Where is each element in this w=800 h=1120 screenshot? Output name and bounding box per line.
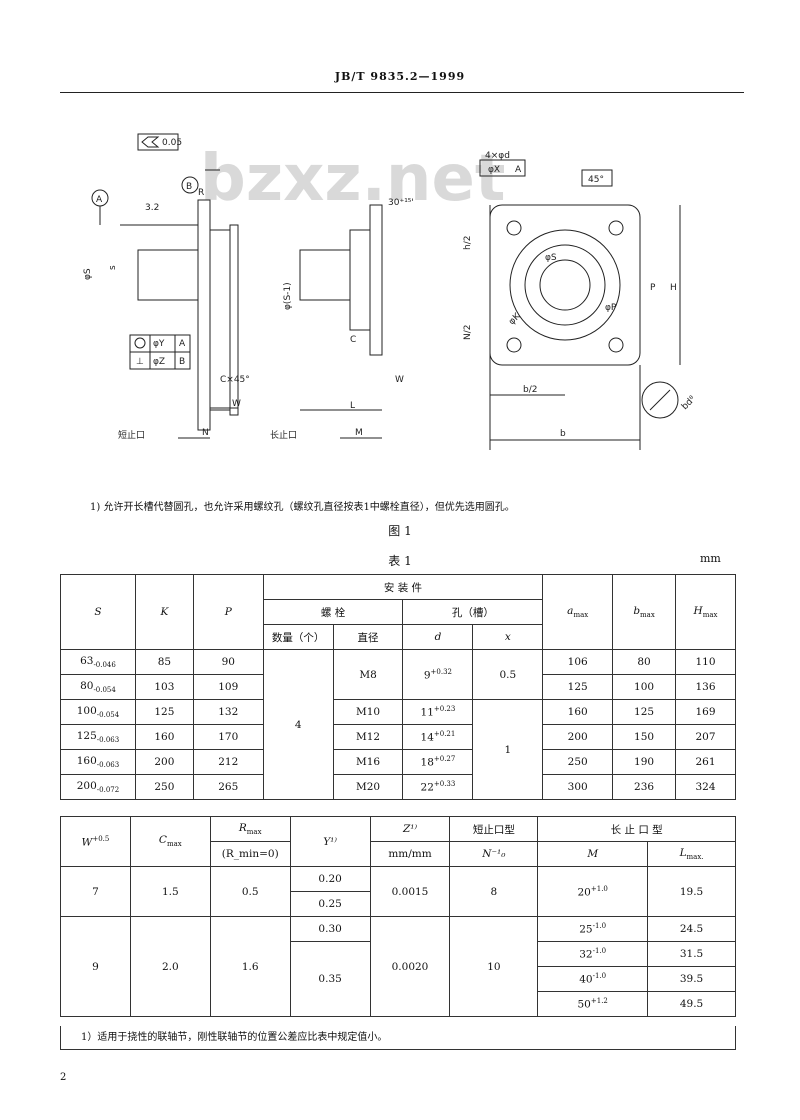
svg-text:P: P: [650, 283, 656, 293]
col-K: K: [134, 574, 194, 650]
col-install: 安 装 件: [262, 574, 544, 600]
col-M: M: [537, 841, 649, 867]
col-x: x: [472, 624, 544, 650]
svg-text:C: C: [350, 335, 356, 345]
col-count: 数量（个）: [262, 624, 334, 650]
svg-text:W: W: [232, 399, 241, 409]
svg-text:45°: 45°: [588, 175, 604, 185]
svg-text:3.2: 3.2: [145, 203, 159, 213]
col-P: P: [192, 574, 264, 650]
svg-text:⊥: ⊥: [136, 357, 144, 367]
long-spigot-view: φ(S-1) 30⁺¹⁵' C L M W 长止口: [270, 198, 414, 441]
table-row: 7 1.5 0.5 0.20 0.0015 8 20+1.0 19.5: [60, 866, 736, 917]
svg-text:φK: φK: [507, 311, 523, 327]
svg-text:M: M: [355, 428, 363, 438]
dimension-table: S K P 安 装 件 amax bmax Hmax 螺 栓 孔（槽） 数量（个…: [60, 574, 736, 800]
svg-text:φZ: φZ: [153, 357, 165, 367]
svg-text:4×φd: 4×φd: [485, 151, 510, 161]
svg-text:φX: φX: [488, 165, 500, 175]
svg-text:L: L: [350, 401, 355, 411]
col-Y: Y¹⁾: [289, 816, 371, 867]
watermark: bzxz.net: [200, 142, 505, 216]
svg-text:A: A: [179, 339, 186, 349]
table-footnote: 1）适用于挠性的联轴节，刚性联轴节的位置公差应比表中规定值小。: [60, 1026, 736, 1050]
svg-text:30⁺¹⁵': 30⁺¹⁵': [388, 198, 414, 208]
col-R-note: (R_min=0): [209, 841, 291, 867]
svg-text:b/2: b/2: [523, 385, 537, 395]
table-caption: 表 1: [388, 554, 412, 568]
col-short: 短止口型: [449, 816, 539, 842]
svg-text:φS: φS: [545, 253, 557, 263]
front-view: 4×φd φX A 45° b b/2 h/2 N/2 H P φS φP φK…: [463, 151, 698, 450]
svg-text:φ(S-1): φ(S-1): [283, 282, 293, 310]
svg-text:φY: φY: [153, 339, 165, 349]
svg-text:h/2: h/2: [463, 236, 473, 250]
unit-label: mm: [700, 552, 721, 565]
svg-text:s: s: [108, 265, 118, 270]
svg-text:R: R: [198, 188, 204, 198]
page-number: 2: [60, 1072, 67, 1083]
table-row: 9 2.0 1.6 0.30 0.0020 10 25-1.0 24.5: [60, 916, 736, 1017]
svg-text:N: N: [202, 428, 209, 438]
col-S: S: [60, 574, 136, 650]
technical-drawing: bzxz.net 0.05 A B 3.2 R φS s φY A ⊥ φZ B…: [83, 133, 698, 450]
table-row: 0.35 32-1.0 31.5: [61, 941, 736, 1017]
col-d: d: [402, 624, 474, 650]
col-bolt: 螺 栓: [262, 599, 404, 625]
col-b: bmax: [612, 574, 677, 650]
col-long: 长 止 口 型: [537, 816, 736, 842]
svg-text:bd⁸: bd⁸: [680, 394, 698, 412]
col-W: W+0.5: [60, 816, 131, 867]
spigot-table: W+0.5 Cmax Rmax Y¹⁾ Z¹⁾ 短止口型 长 止 口 型 (R_…: [60, 816, 736, 1017]
col-L: Lmax.: [647, 841, 736, 867]
figure-caption: 图 1: [388, 524, 412, 538]
table-row: 50+1.2 49.5: [61, 991, 736, 1017]
bolt-count: 4: [262, 649, 334, 800]
svg-text:0.05: 0.05: [162, 138, 182, 148]
header-rule: [60, 92, 744, 93]
col-Z: Z¹⁾: [369, 816, 451, 842]
col-Z-unit: mm/mm: [369, 841, 451, 867]
svg-text:B: B: [179, 357, 185, 367]
col-C: Cmax: [129, 816, 211, 867]
page-header: JB/T 9835.2—1999: [334, 70, 466, 83]
svg-text:φP: φP: [605, 303, 617, 313]
col-dia: 直径: [332, 624, 404, 650]
svg-text:A: A: [515, 165, 522, 175]
svg-text:A: A: [96, 195, 103, 205]
svg-text:短止口: 短止口: [118, 429, 145, 441]
col-R: Rmax: [209, 816, 291, 842]
col-N: N⁻¹₀: [449, 841, 539, 867]
svg-text:N/2: N/2: [463, 325, 473, 341]
col-H: Hmax: [675, 574, 736, 650]
svg-text:φS: φS: [83, 268, 93, 280]
svg-text:B: B: [186, 182, 192, 192]
short-spigot-view: 0.05 A B 3.2 R φS s φY A ⊥ φZ B C×45° W …: [83, 133, 250, 441]
svg-text:W: W: [395, 375, 404, 385]
svg-text:长止口: 长止口: [270, 429, 297, 441]
col-hole: 孔（槽）: [402, 599, 544, 625]
col-a: amax: [542, 574, 614, 650]
figure-note: 1) 允许开长槽代替圆孔，也允许采用螺纹孔（螺纹孔直径按表1中螺栓直径），但优先…: [90, 502, 515, 513]
svg-text:b: b: [560, 429, 566, 439]
svg-text:H: H: [670, 283, 677, 293]
svg-text:C×45°: C×45°: [220, 375, 250, 385]
